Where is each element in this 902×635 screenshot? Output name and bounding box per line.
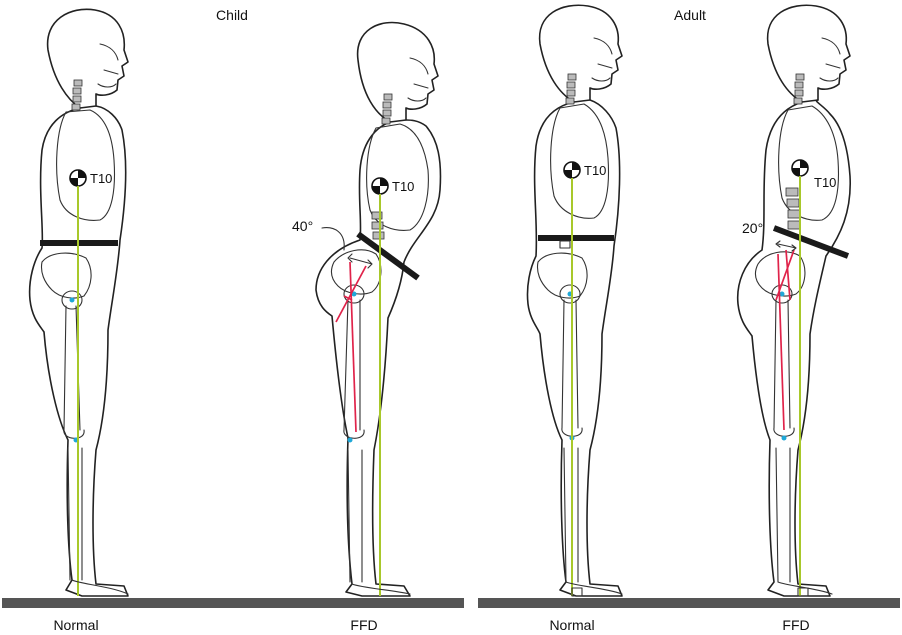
hip-flexor-line-adult: [777, 253, 785, 431]
t10-label: T10: [814, 175, 836, 190]
hamstring-line-child: [335, 265, 367, 323]
figure-adult-ffd: T10 20° FFD: [736, 4, 851, 633]
caption-adult-normal: Normal: [549, 617, 594, 633]
t10-marker-adult-normal: [563, 161, 581, 179]
cervical-spine: [793, 73, 805, 105]
cervical-spine: [381, 93, 393, 125]
figure-child-normal: T10 Normal: [28, 8, 129, 633]
t10-marker-adult-ffd: [791, 159, 809, 177]
t10-marker-child-normal: [69, 169, 87, 187]
floor-child: [2, 598, 464, 608]
lumbar-spine: [371, 211, 385, 240]
figure-adult-normal: T10 Normal: [526, 4, 623, 633]
hip-flexor-line-child: [349, 261, 357, 433]
group-title-adult: Adult: [674, 7, 706, 23]
caption-adult-ffd: FFD: [782, 617, 809, 633]
figure-child-ffd: T10 40° FFD: [292, 21, 442, 633]
angle-label-child-ffd: 40°: [292, 218, 313, 234]
pelvic-bar-adult-ffd: [772, 225, 850, 259]
t10-label: T10: [584, 163, 606, 178]
angle-label-adult-ffd: 20°: [742, 220, 763, 236]
cervical-spine: [71, 79, 83, 111]
t10-label: T10: [392, 179, 414, 194]
caption-child-normal: Normal: [53, 617, 98, 633]
cervical-spine: [565, 73, 577, 105]
t10-label: T10: [90, 171, 112, 186]
pelvic-bar-child-ffd: [356, 231, 420, 281]
floor-adult: [478, 598, 900, 608]
t10-marker-child-ffd: [371, 177, 389, 195]
hamstring-line-adult: [775, 249, 795, 301]
group-title-child: Child: [216, 7, 248, 23]
caption-child-ffd: FFD: [350, 617, 377, 633]
